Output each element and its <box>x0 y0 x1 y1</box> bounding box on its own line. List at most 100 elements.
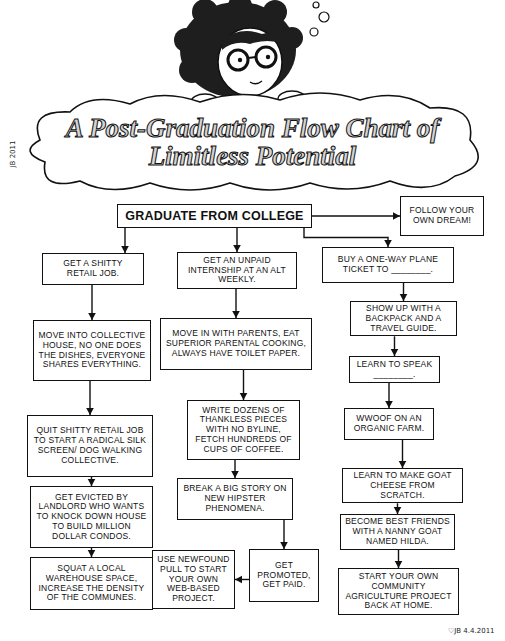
title-cloud <box>30 93 478 190</box>
connector-line <box>243 370 244 400</box>
flow-arrow <box>88 285 96 320</box>
connector-line <box>397 503 398 514</box>
arrow-head <box>391 349 399 356</box>
connector-line <box>312 215 400 216</box>
box-text: GET A SHITTY RETAIL JOB. <box>47 259 139 279</box>
box-text: LEARN TO MAKE GOAT CHEESE FROM SCRATCH. <box>347 471 458 500</box>
hair-curl <box>228 0 252 18</box>
flow-arrow <box>88 477 96 486</box>
connector-line <box>235 579 249 580</box>
connector-line <box>304 228 388 247</box>
start-box: GRADUATE FROM COLLEGE <box>117 204 312 228</box>
flow-arrow <box>395 550 403 568</box>
process-box: WWOOF ON AN ORGANIC FARM. <box>344 408 434 440</box>
box-text: GET AN UNPAID INTERNSHIP AT AN ALT WEEKL… <box>182 256 292 285</box>
flow-arrow <box>304 228 392 247</box>
connector-line <box>394 336 395 356</box>
box-text: USE NEWFOUND PULL TO START YOUR OWN WEB-… <box>157 555 230 604</box>
hair-curl <box>263 0 287 24</box>
arrow-head <box>231 471 239 478</box>
box-text: BUY A ONE-WAY PLANE TICKET TO ________. <box>327 255 449 275</box>
box-text: LEARN TO SPEAK ________. <box>354 360 435 380</box>
arrow-head <box>280 542 288 549</box>
process-box: LEARN TO MAKE GOAT CHEESE FROM SCRATCH. <box>342 468 463 503</box>
arrow-head <box>384 240 392 247</box>
arrow-head <box>393 212 400 220</box>
box-text: GET EVICTED BY LANDLORD WHO WANTS TO KNO… <box>35 493 148 542</box>
connector-line <box>91 285 92 320</box>
eye <box>238 58 242 62</box>
flow-arrow <box>231 460 239 478</box>
process-box: LEARN TO SPEAK ________. <box>349 356 440 383</box>
arrow-head <box>86 408 94 415</box>
process-box: QUIT SHITTY RETAIL JOB TO START A RADICA… <box>27 415 153 477</box>
box-text: BREAK A BIG STORY ON NEW HIPSTER PHENOME… <box>182 484 288 513</box>
arrow-head <box>232 311 240 318</box>
box-text: SQUAT A LOCAL WAREHOUSE SPACE, INCREASE … <box>35 564 148 603</box>
connector-line <box>403 283 404 301</box>
box-text: FOLLOW YOUR OWN DREAM! <box>405 206 479 226</box>
flow-arrow <box>121 228 129 253</box>
eye <box>266 55 270 59</box>
flow-arrow <box>312 212 400 220</box>
arrow-head <box>385 401 393 408</box>
process-box: GET EVICTED BY LANDLORD WHO WANTS TO KNO… <box>30 486 153 548</box>
connector-line <box>283 520 284 549</box>
arrow-head <box>395 561 403 568</box>
box-text: MOVE IN WITH PARENTS, EAT SUPERIOR PAREN… <box>165 329 307 358</box>
box-text: SHOW UP WITH A BACKPACK AND A TRAVEL GUI… <box>355 304 452 333</box>
process-box: BUY A ONE-WAY PLANE TICKET TO ________. <box>322 247 454 283</box>
arrow-head <box>400 294 408 301</box>
connector-line <box>91 477 92 486</box>
thought-bubble <box>313 2 319 8</box>
box-text: GRADUATE FROM COLLEGE <box>125 209 303 223</box>
hair-curl <box>174 28 198 52</box>
box-text: START YOUR OWN COMMUNITY AGRICULTURE PRO… <box>343 572 454 611</box>
process-box: USE NEWFOUND PULL TO START YOUR OWN WEB-… <box>152 550 235 609</box>
process-box: MOVE IN WITH PARENTS, EAT SUPERIOR PAREN… <box>160 318 312 370</box>
flow-arrow <box>86 381 94 415</box>
process-box: SHOW UP WITH A BACKPACK AND A TRAVEL GUI… <box>350 301 457 336</box>
process-box: GET AN UNPAID INTERNSHIP AT AN ALT WEEKL… <box>177 252 297 289</box>
process-box: START YOUR OWN COMMUNITY AGRICULTURE PRO… <box>338 568 459 615</box>
arrow-head <box>399 461 407 468</box>
process-box: SQUAT A LOCAL WAREHOUSE SPACE, INCREASE … <box>30 557 153 610</box>
connector-line <box>398 550 399 568</box>
arrow-head <box>235 576 242 584</box>
arrow-head <box>88 479 96 486</box>
hair-curl <box>192 0 218 25</box>
process-box: MOVE INTO COLLECTIVE HOUSE, NO ONE DOES … <box>33 320 151 381</box>
process-box: GET PROMOTED, GET PAID. <box>249 549 319 602</box>
flow-arrow <box>235 576 249 584</box>
flow-arrow <box>280 520 288 549</box>
glasses-lens <box>228 50 248 70</box>
arrow-head <box>240 393 248 400</box>
thought-bubble <box>319 12 329 22</box>
flow-arrow <box>400 283 408 301</box>
process-box: GET A SHITTY RETAIL JOB. <box>42 253 144 285</box>
thought-bubble <box>310 28 318 36</box>
connector-line <box>89 381 90 415</box>
flow-arrow <box>240 370 248 400</box>
flow-arrow <box>233 228 241 252</box>
connector-line <box>234 460 235 478</box>
chart-title: A Post-Graduation Flow Chart of Limitles… <box>45 103 460 181</box>
connector-line <box>91 548 92 557</box>
connector-line <box>124 228 125 253</box>
arrow-head <box>233 245 241 252</box>
arrow-head <box>88 550 96 557</box>
box-text: WRITE DOZENS OF THANKLESS PIECES WITH NO… <box>192 406 295 455</box>
box-text: BECOME BEST FRIENDS WITH A NANNY GOAT NA… <box>345 517 450 546</box>
process-box: BECOME BEST FRIENDS WITH A NANNY GOAT NA… <box>340 514 455 550</box>
connector-line <box>235 289 236 318</box>
connector-line <box>388 383 389 408</box>
bangs <box>222 31 284 50</box>
flow-arrow <box>391 336 399 356</box>
flow-arrow <box>399 440 407 468</box>
box-text: GET PROMOTED, GET PAID. <box>254 561 314 590</box>
hair-curl <box>179 57 205 83</box>
arrow-head <box>88 313 96 320</box>
process-box: FOLLOW YOUR OWN DREAM! <box>400 196 484 236</box>
glasses-lens <box>256 47 276 67</box>
